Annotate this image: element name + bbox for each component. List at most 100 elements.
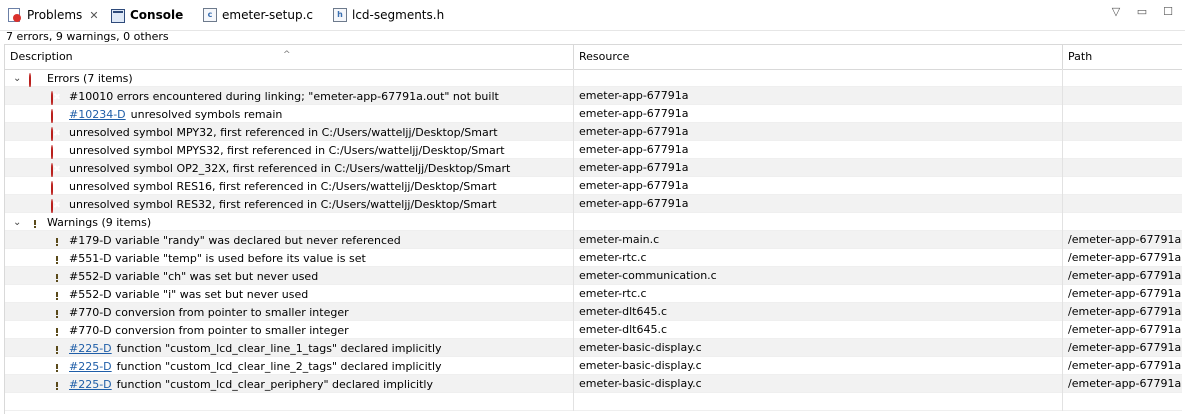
empty-row bbox=[5, 393, 1182, 411]
table-body: ⌄Errors (7 items)#10010 errors encounter… bbox=[5, 69, 1182, 411]
problem-code-link[interactable]: #225-D bbox=[69, 359, 112, 373]
problem-description: unresolved symbols remain bbox=[130, 107, 283, 121]
warning-icon-shape bbox=[51, 236, 63, 249]
resource-cell: emeter-main.c bbox=[573, 231, 1062, 249]
problem-description: #552-D variable "i" was set but never us… bbox=[69, 287, 309, 301]
column-resource-label: Resource bbox=[579, 50, 630, 63]
column-header-description[interactable]: Description ^ bbox=[5, 45, 573, 69]
path-cell: /emeter-app-67791a bbox=[1062, 249, 1182, 267]
warning-dot bbox=[56, 280, 58, 282]
description-cell: #10010 errors encountered during linking… bbox=[5, 87, 573, 105]
path-cell bbox=[1062, 393, 1182, 411]
path-cell bbox=[1062, 141, 1182, 159]
warning-mark bbox=[34, 220, 36, 225]
chevron-down-icon[interactable]: ⌄ bbox=[13, 216, 22, 228]
h-file-icon: h bbox=[333, 8, 347, 22]
table-row[interactable]: #770-D conversion from pointer to smalle… bbox=[5, 303, 1182, 321]
category-row-warnings[interactable]: ⌄Warnings (9 items) bbox=[5, 213, 1182, 231]
error-icon bbox=[29, 72, 41, 87]
problem-code-link[interactable]: #225-D bbox=[69, 377, 112, 391]
warning-icon bbox=[51, 324, 63, 339]
table-row[interactable]: #10010 errors encountered during linking… bbox=[5, 87, 1182, 105]
error-icon-shape bbox=[51, 109, 53, 123]
warning-icon bbox=[51, 270, 63, 285]
warning-icon bbox=[51, 378, 63, 393]
category-row-errors[interactable]: ⌄Errors (7 items) bbox=[5, 69, 1182, 87]
path-cell bbox=[1062, 213, 1182, 231]
warning-icon-shape bbox=[29, 218, 41, 231]
description-cell: #552-D variable "i" was set but never us… bbox=[5, 285, 573, 303]
problem-description: function "custom_lcd_clear_periphery" de… bbox=[116, 377, 433, 391]
resource-cell: emeter-app-67791a bbox=[573, 177, 1062, 195]
error-icon bbox=[51, 162, 63, 177]
tab-lcd-segments[interactable]: h lcd-segments.h bbox=[333, 4, 444, 26]
warning-mark bbox=[56, 328, 58, 333]
description-cell: #225-D function "custom_lcd_clear_line_2_… bbox=[5, 357, 573, 375]
warning-icon-shape bbox=[51, 308, 63, 321]
table-row[interactable]: unresolved symbol MPYS32, first referenc… bbox=[5, 141, 1182, 159]
table-row[interactable]: #179-D variable "randy" was declared but… bbox=[5, 231, 1182, 249]
problem-description: #552-D variable "ch" was set but never u… bbox=[69, 269, 319, 283]
problem-code-link[interactable]: #10234-D bbox=[69, 107, 126, 121]
problems-table: Description ^ Resource Path ⌄Errors (7 i… bbox=[4, 44, 1182, 414]
resource-cell: emeter-app-67791a bbox=[573, 87, 1062, 105]
problem-description: unresolved symbol RES16, first reference… bbox=[69, 179, 497, 193]
error-icon bbox=[51, 198, 63, 213]
path-cell bbox=[1062, 177, 1182, 195]
table-row[interactable]: unresolved symbol MPY32, first reference… bbox=[5, 123, 1182, 141]
warning-icon-shape bbox=[51, 254, 63, 267]
tab-console-label: Console bbox=[130, 8, 184, 22]
column-header-resource[interactable]: Resource bbox=[573, 45, 1062, 69]
warning-mark bbox=[56, 346, 58, 351]
problem-description: function "custom_lcd_clear_line_1_tags" … bbox=[116, 341, 442, 355]
table-row[interactable]: #225-D function "custom_lcd_clear_periphe… bbox=[5, 375, 1182, 393]
table-row[interactable]: #225-D function "custom_lcd_clear_line_2_… bbox=[5, 357, 1182, 375]
warning-dot bbox=[34, 226, 36, 228]
description-cell: #552-D variable "ch" was set but never u… bbox=[5, 267, 573, 285]
warning-mark bbox=[56, 364, 58, 369]
view-menu-icon[interactable]: ▽ bbox=[1111, 5, 1121, 18]
path-cell: /emeter-app-67791a bbox=[1062, 267, 1182, 285]
minimize-icon[interactable]: ▭ bbox=[1136, 5, 1148, 18]
resource-cell: emeter-app-67791a bbox=[573, 141, 1062, 159]
table-row[interactable]: unresolved symbol RES32, first reference… bbox=[5, 195, 1182, 213]
path-cell: /emeter-app-67791a bbox=[1062, 357, 1182, 375]
tab-console[interactable]: Console bbox=[111, 4, 183, 26]
table-row[interactable]: unresolved symbol OP2_32X, first referen… bbox=[5, 159, 1182, 177]
path-cell: /emeter-app-67791a bbox=[1062, 375, 1182, 393]
description-cell: #179-D variable "randy" was declared but… bbox=[5, 231, 573, 249]
table-row[interactable]: #225-D function "custom_lcd_clear_line_1_… bbox=[5, 339, 1182, 357]
table-row[interactable]: #551-D variable "temp" is used before it… bbox=[5, 249, 1182, 267]
warning-dot bbox=[56, 262, 58, 264]
description-cell: unresolved symbol MPY32, first reference… bbox=[5, 123, 573, 141]
resource-cell: emeter-rtc.c bbox=[573, 249, 1062, 267]
path-cell bbox=[1062, 69, 1182, 87]
maximize-icon[interactable]: ☐ bbox=[1163, 5, 1173, 18]
problem-code-link[interactable]: #225-D bbox=[69, 341, 112, 355]
warning-icon bbox=[29, 216, 41, 231]
tab-problems[interactable]: Problems ✕ bbox=[8, 4, 99, 26]
close-icon[interactable]: ✕ bbox=[89, 8, 99, 22]
problem-description: #179-D variable "randy" was declared but… bbox=[69, 233, 401, 247]
description-cell bbox=[5, 393, 573, 411]
tab-emeter-setup[interactable]: c emeter-setup.c bbox=[203, 4, 313, 26]
view-toolbar: ▽ ▭ ☐ bbox=[1109, 5, 1175, 18]
table-row[interactable]: unresolved symbol RES16, first reference… bbox=[5, 177, 1182, 195]
problem-description: function "custom_lcd_clear_line_2_tags" … bbox=[116, 359, 442, 373]
warning-mark bbox=[56, 274, 58, 279]
table-row[interactable]: #770-D conversion from pointer to smalle… bbox=[5, 321, 1182, 339]
warning-mark bbox=[56, 292, 58, 297]
warning-dot bbox=[56, 316, 58, 318]
column-header-path[interactable]: Path bbox=[1062, 45, 1182, 69]
resource-cell: emeter-basic-display.c bbox=[573, 339, 1062, 357]
problem-description: unresolved symbol MPYS32, first referenc… bbox=[69, 143, 505, 157]
table-row[interactable]: #552-D variable "ch" was set but never u… bbox=[5, 267, 1182, 285]
warning-icon-shape bbox=[51, 344, 63, 357]
chevron-down-icon[interactable]: ⌄ bbox=[13, 72, 22, 84]
table-row[interactable]: #552-D variable "i" was set but never us… bbox=[5, 285, 1182, 303]
error-icon-shape bbox=[51, 163, 53, 177]
error-icon-shape bbox=[51, 127, 53, 141]
warning-mark bbox=[56, 256, 58, 261]
problem-description: #770-D conversion from pointer to smalle… bbox=[69, 305, 349, 319]
